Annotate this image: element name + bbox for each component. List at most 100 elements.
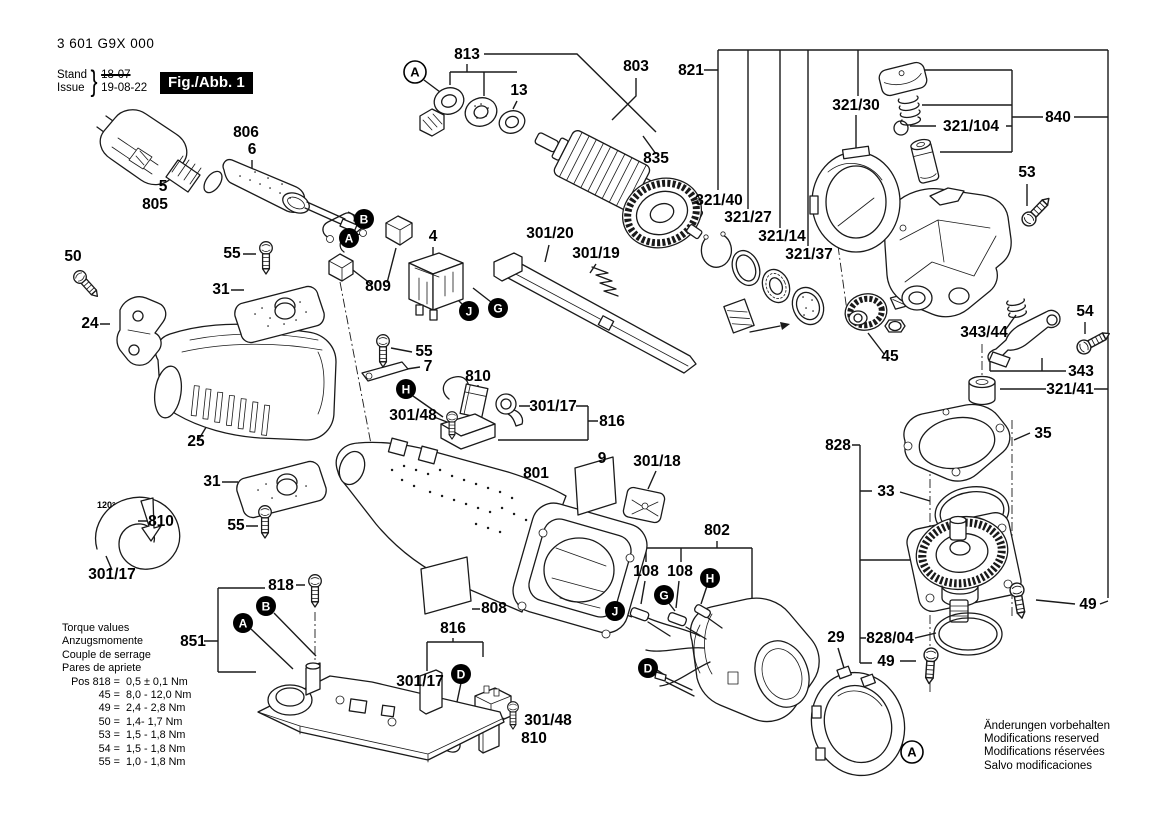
- part-label-821: 821: [678, 62, 704, 79]
- part-label-805: 805: [142, 196, 168, 213]
- wire-ref-badge-B: B: [354, 209, 374, 229]
- date-old: 18-07: [101, 69, 131, 81]
- part-connectors-108: [629, 604, 723, 697]
- part-label-816: 816: [440, 620, 466, 637]
- part-motor-cover-25: [153, 323, 337, 441]
- part-label-818: 818: [268, 577, 294, 594]
- svg-text:B: B: [360, 213, 369, 227]
- part-label-343-44: 343/44: [960, 324, 1008, 341]
- part-label-301-18: 301/18: [633, 453, 681, 470]
- part-label-108: 108: [667, 563, 693, 580]
- torque-title-line: Couple de serrage: [62, 648, 151, 661]
- svg-text:J: J: [612, 605, 619, 619]
- part-lock-lever-343: [987, 298, 1061, 368]
- part-cover-301-18: [622, 486, 666, 524]
- part-label-31: 31: [203, 473, 221, 490]
- torque-row: Pos 818 =0,5 ± 0,1 Nm: [71, 675, 188, 688]
- part-label-25: 25: [187, 433, 205, 450]
- part-label-810: 810: [465, 368, 491, 385]
- part-label-301-19: 301/19: [572, 245, 620, 262]
- svg-text:D: D: [457, 668, 466, 682]
- torque-title-line: Torque values: [62, 622, 130, 634]
- screw-55c: [376, 334, 390, 368]
- part-label-301-48: 301/48: [389, 407, 437, 424]
- part-label-835: 835: [643, 150, 669, 167]
- svg-text:A: A: [410, 65, 420, 80]
- svg-text:A: A: [907, 745, 917, 760]
- footer-note-line: Modifications réservées: [984, 746, 1105, 759]
- wire-ref-badge-J: J: [605, 601, 625, 621]
- torque-row: 45 =8,0 - 12,0 Nm: [98, 689, 192, 702]
- view-ref-badge-A: A: [900, 740, 924, 764]
- svg-text:D: D: [644, 662, 653, 676]
- screw-49-bottom: [921, 646, 940, 685]
- header-block: 3 601 G9X 000 Stand Issue } 18-07 19-08-…: [57, 36, 154, 99]
- wire-ref-badge-A: A: [339, 228, 359, 248]
- part-label-49: 49: [1079, 596, 1097, 613]
- screw-55a: [259, 241, 273, 275]
- part-label-321-14: 321/14: [758, 228, 806, 245]
- footer-note-line: Änderungen vorbehalten: [984, 720, 1110, 732]
- part-label-6: 6: [248, 141, 257, 158]
- part-cover-plate-31b: [236, 460, 327, 519]
- svg-text:H: H: [706, 572, 715, 586]
- part-oring-828-04: [933, 612, 1003, 656]
- part-label-801: 801: [523, 465, 549, 482]
- part-label-301-17: 301/17: [529, 398, 576, 415]
- part-label-49: 49: [877, 653, 895, 670]
- part-label-809: 809: [365, 278, 391, 295]
- svg-text:A: A: [345, 232, 354, 246]
- part-label-321-41: 321/41: [1046, 381, 1094, 398]
- part-label-301-17: 301/17: [88, 566, 135, 583]
- wire-ref-badge-G: G: [654, 585, 674, 605]
- part-bevel-gear-45: [844, 293, 907, 333]
- part-label-5: 5: [159, 178, 168, 195]
- footer-note-line: Salvo modificaciones: [984, 759, 1093, 772]
- part-stator-802: [645, 597, 820, 723]
- part-label-24: 24: [81, 315, 99, 332]
- part-label-301-20: 301/20: [526, 225, 573, 242]
- part-label-802: 802: [704, 522, 730, 539]
- part-label-816: 816: [599, 413, 625, 430]
- part-bushing-321-41: [968, 375, 996, 406]
- part-label-31: 31: [212, 281, 230, 298]
- part-label-808: 808: [481, 600, 507, 617]
- screw-54: [1073, 326, 1114, 358]
- part-label-810: 810: [521, 730, 547, 747]
- part-bearing-set-813: [419, 87, 526, 137]
- stand-label: Stand: [57, 69, 88, 81]
- part-label-301-48: 301/48: [524, 712, 572, 729]
- svg-text:J: J: [466, 305, 473, 319]
- part-release-bar-301-20: [493, 252, 697, 374]
- part-label-29: 29: [827, 629, 845, 646]
- part-gear-housing: [884, 187, 1012, 318]
- part-label-108: 108: [633, 563, 659, 580]
- svg-text:G: G: [493, 302, 502, 316]
- part-armature-835: [534, 130, 704, 249]
- torque-row: 49 =2,4 - 2,8 Nm: [98, 702, 186, 715]
- wire-ref-badge-D: D: [451, 664, 471, 684]
- wire-ref-badge-B: B: [256, 596, 276, 616]
- screw-50: [70, 267, 103, 302]
- part-cable-sleeve-806: [222, 158, 358, 233]
- issue-label: Issue: [57, 82, 85, 94]
- part-flange-assembly-828: [906, 512, 1022, 623]
- part-label-45: 45: [881, 348, 899, 365]
- part-label-343: 343: [1068, 363, 1094, 380]
- part-sticker-9: [574, 456, 617, 516]
- part-label-53: 53: [1018, 164, 1036, 181]
- part-label-7: 7: [424, 358, 433, 375]
- model-number: 3 601 G9X 000: [57, 36, 155, 51]
- part-label-828-04: 828/04: [866, 630, 914, 647]
- date-new: 19-08-22: [101, 82, 148, 94]
- brace-glyph: }: [90, 65, 98, 98]
- view-ref-badge-A: A: [403, 60, 427, 84]
- part-label-813: 813: [454, 46, 480, 63]
- part-sticker-808: [420, 556, 472, 615]
- part-power-plug-805: [96, 109, 223, 194]
- part-gasket-35: [903, 403, 1011, 482]
- part-label-321-30: 321/30: [832, 97, 879, 114]
- part-brush-module-816a: [361, 361, 524, 450]
